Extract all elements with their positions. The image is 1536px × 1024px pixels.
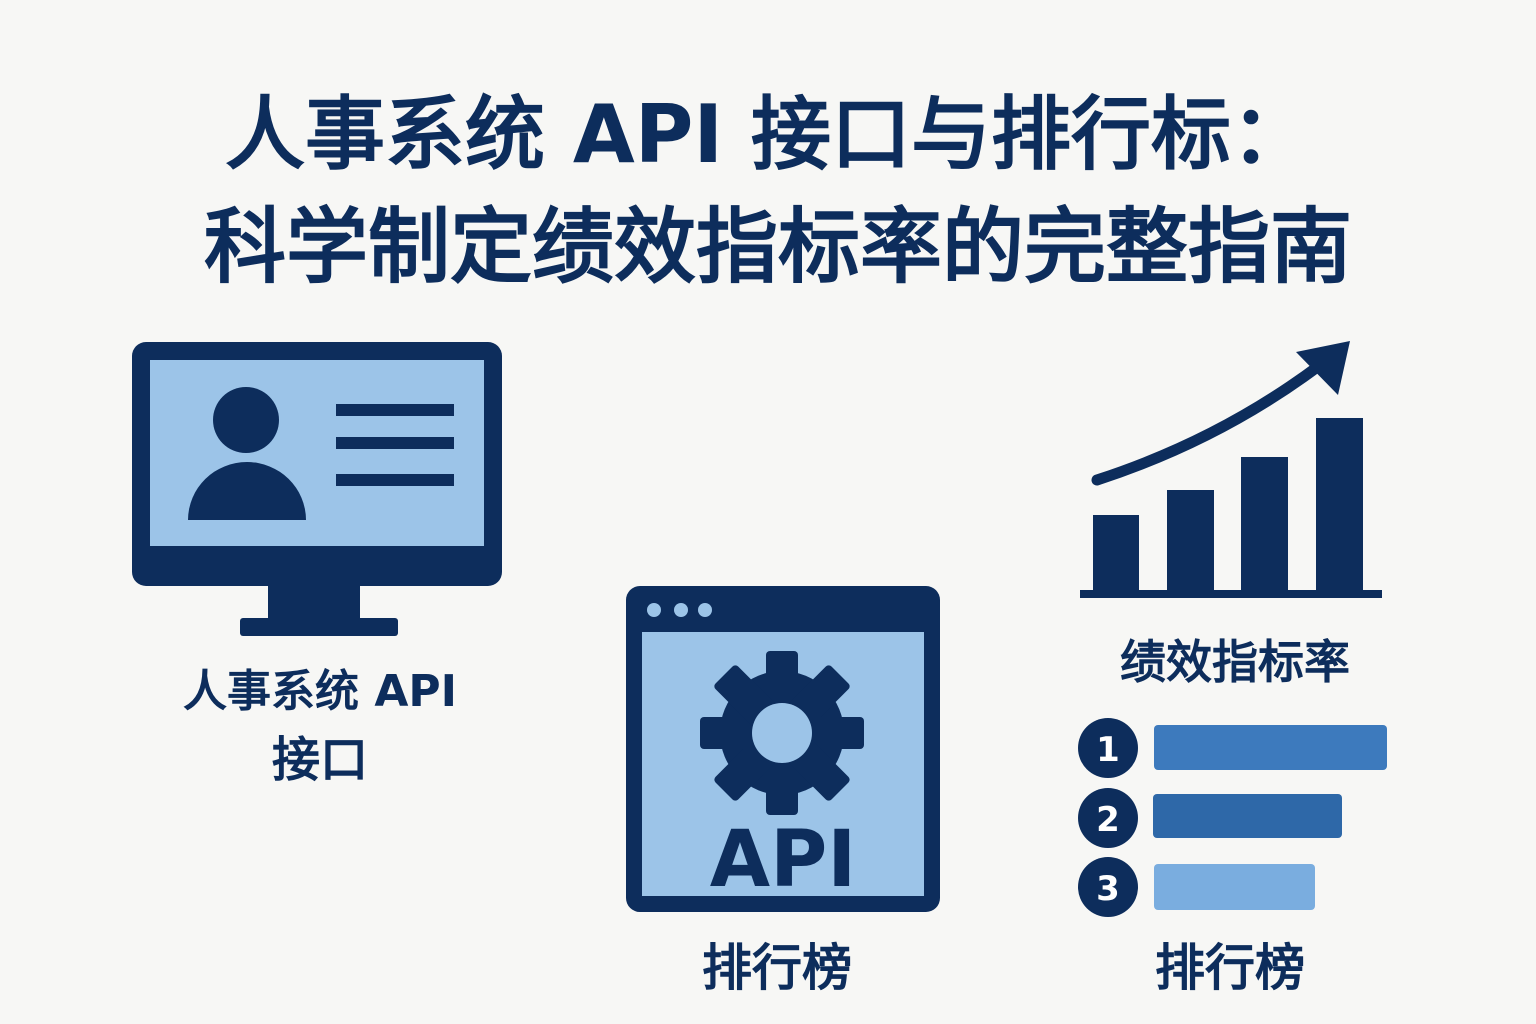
bar-chart-rising-arrow-icon — [1080, 341, 1382, 598]
chart-baseline — [1080, 590, 1382, 598]
chart-bar — [1316, 418, 1363, 593]
monitor-user-profile-icon — [132, 342, 502, 636]
hr-system-label-line2: 接口 — [272, 732, 368, 788]
gear-icon — [700, 651, 864, 815]
api-window-text: API — [710, 815, 857, 905]
chart-bar — [1241, 457, 1288, 593]
api-label: 排行榜 — [702, 939, 852, 997]
rank-bar — [1153, 794, 1342, 838]
user-body-icon — [188, 462, 306, 520]
user-head-icon — [213, 387, 279, 453]
hr-system-label-line1: 人事系统 API — [183, 666, 457, 717]
ranking-item: 2 — [1078, 788, 1342, 848]
rank-bar — [1154, 725, 1387, 770]
trend-arrow — [1091, 359, 1326, 486]
performance-label: 绩效指标率 — [1120, 635, 1350, 689]
chart-bar — [1093, 515, 1139, 593]
rank-number: 2 — [1096, 800, 1120, 840]
rank-number: 1 — [1096, 730, 1120, 770]
rank-number: 3 — [1096, 869, 1120, 909]
chart-bar — [1167, 490, 1214, 593]
ranking-item: 3 — [1078, 857, 1315, 917]
browser-gear-icon: API — [626, 586, 940, 912]
arrow-head-icon — [1296, 341, 1350, 395]
rank-bar — [1154, 864, 1315, 910]
ranking-label: 排行榜 — [1155, 939, 1305, 997]
title-line-1: 人事系统 API 接口与排行标： — [225, 88, 1311, 181]
ranking-list: 1 2 3 — [1078, 718, 1387, 917]
title-line-2: 科学制定绩效指标率的完整指南 — [204, 200, 1352, 295]
ranking-item: 1 — [1078, 718, 1387, 778]
